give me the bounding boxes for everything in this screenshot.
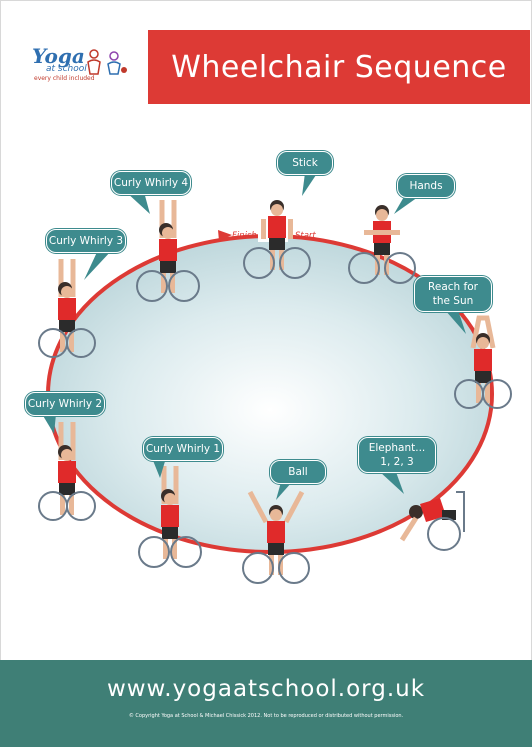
bubble-curly-whirly-2: Curly Whirly 2 [25, 392, 105, 416]
bubble-hands: Hands [397, 174, 455, 198]
bubble-tail [276, 482, 292, 500]
bubble-curly-whirly-4: Curly Whirly 4 [111, 171, 191, 195]
figure-curly-whirly-1 [138, 466, 202, 568]
bubble-reach-for-the-sun: Reach for the Sun [414, 276, 492, 312]
figure-curly-whirly-3 [38, 259, 96, 358]
bubble-tail [380, 472, 404, 494]
figure-reach-for-the-sun [454, 315, 512, 409]
bubble-stick: Stick [277, 151, 333, 175]
figure-ball [242, 490, 310, 584]
bubble-curly-whirly-1: Curly Whirly 1 [143, 437, 223, 461]
bubble-tail [394, 195, 418, 214]
logo-tagline: every child included [34, 75, 95, 82]
logo-figures-icon [87, 49, 127, 75]
arrow-head-icon [218, 230, 232, 241]
copyright-notice: © Copyright Yoga at School & Michael Chi… [128, 713, 404, 719]
sequence-diagram [38, 173, 512, 584]
logo: Yoga at school every child included [26, 44, 136, 90]
figure-curly-whirly-4 [136, 200, 200, 302]
logo-subtitle: at school [46, 64, 87, 74]
finish-label: Finish [232, 231, 257, 241]
bubble-tail [84, 250, 112, 280]
figure-stick [243, 200, 311, 279]
start-label: Start [295, 231, 316, 241]
figure-elephant [399, 491, 465, 551]
website-url: www.yogaatschool.org.uk [106, 676, 426, 702]
page-title: Wheelchair Sequence [171, 49, 507, 85]
bubble-ball: Ball [270, 460, 326, 484]
logo-word: Yoga [32, 44, 85, 68]
bubble-tail [42, 414, 56, 434]
bubble-tail [152, 458, 166, 478]
bubble-tail [126, 192, 150, 214]
bubble-tail [445, 310, 466, 334]
bubble-tail [302, 173, 316, 196]
bubble-elephant: Elephant... 1, 2, 3 [358, 437, 436, 473]
figure-curly-whirly-2 [38, 422, 96, 521]
title-banner: Wheelchair Sequence [148, 30, 530, 104]
footer-banner: www.yogaatschool.org.uk © Copyright Yoga… [0, 660, 532, 747]
figure-hands [348, 205, 416, 284]
bubble-curly-whirly-3: Curly Whirly 3 [46, 229, 126, 253]
